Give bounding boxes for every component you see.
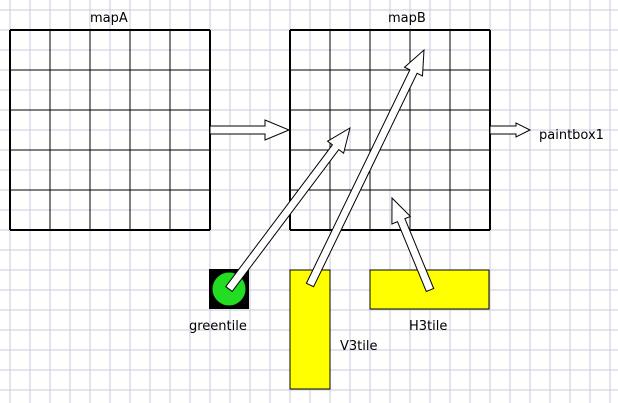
paintbox-label: paintbox1: [539, 128, 604, 143]
v3tile-rect: [289, 269, 331, 390]
greentile-label: greentile: [189, 319, 247, 334]
arrows-layer: [209, 48, 532, 293]
arrow-v3tile-to-mapB: [305, 48, 425, 288]
v3tile-label: V3tile: [340, 339, 377, 354]
arrow-h3tile-to-mapB: [391, 196, 435, 293]
arrow-mapB-to-paintbox: [489, 122, 532, 138]
map-b-label: mapB: [388, 11, 426, 26]
arrow-mapA-to-mapB: [209, 119, 291, 141]
h3tile-rect: [369, 269, 490, 310]
map-a-label: mapA: [90, 11, 128, 26]
h3tile-label: H3tile: [409, 319, 447, 334]
arrow-greentile-to-mapB: [225, 126, 351, 293]
